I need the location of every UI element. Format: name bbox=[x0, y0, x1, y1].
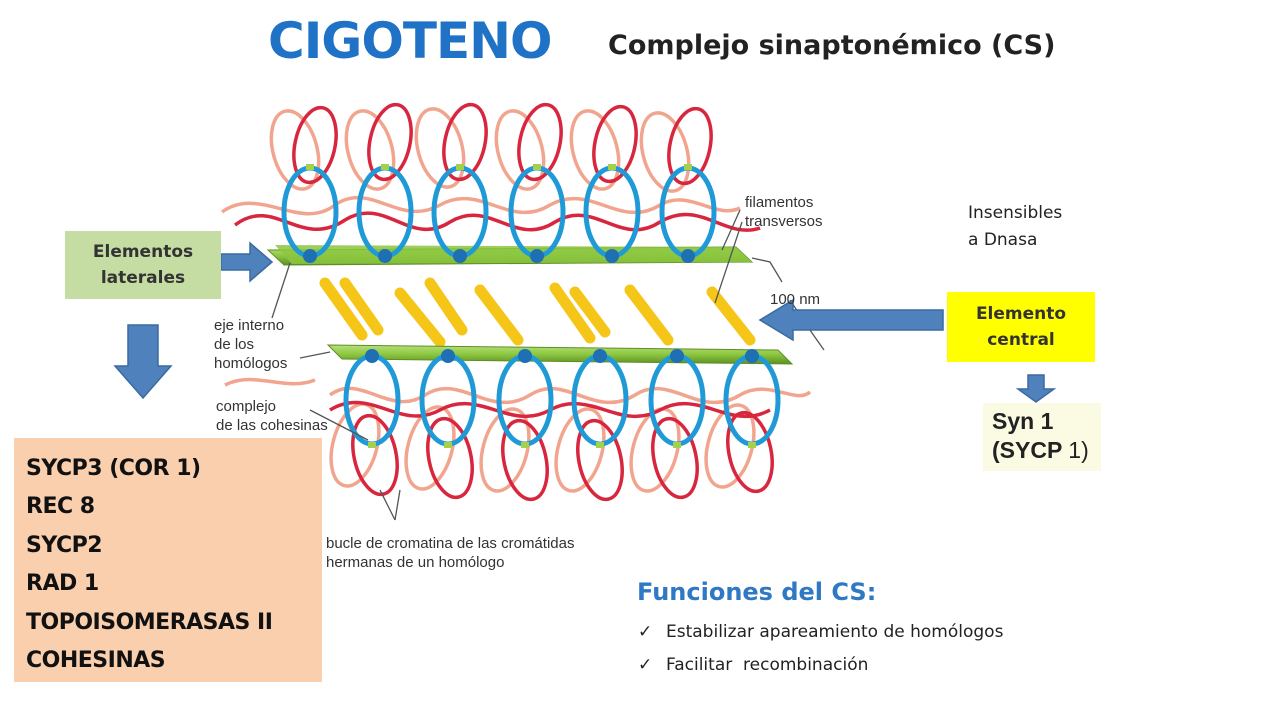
label-100nm: 100 nm bbox=[770, 291, 820, 308]
insensitive-line2: a Dnasa bbox=[968, 230, 1038, 251]
lateral-elements-box: Elementos laterales bbox=[65, 231, 221, 299]
function-item: ✓ Facilitar recombinación bbox=[638, 655, 868, 675]
protein-item: COHESINAS bbox=[26, 648, 166, 674]
label-bucle-2: hermanas de un homólogo bbox=[326, 554, 504, 571]
label-cohesinas-1: complejo bbox=[216, 398, 276, 415]
syn1-label: Syn 1 bbox=[992, 408, 1054, 434]
lateral-element-bottom bbox=[326, 344, 794, 365]
cohesin-rings-top bbox=[281, 165, 717, 259]
label-filamentos-2: transversos bbox=[745, 213, 823, 230]
insensitive-line1: Insensibles bbox=[968, 203, 1063, 223]
sycp1-prefix: (SYCP bbox=[992, 437, 1069, 463]
label-eje-2: de los bbox=[214, 336, 254, 353]
arrow-down-proteins bbox=[113, 324, 173, 400]
checkmark-icon: ✓ bbox=[638, 622, 653, 642]
chromatin-loops-red bbox=[233, 102, 774, 502]
sycp1-number: 1 bbox=[1068, 437, 1082, 463]
central-element-line2: central bbox=[987, 330, 1055, 350]
arrow-down-syn1 bbox=[1015, 374, 1057, 403]
function-item-text: Facilitar recombinación bbox=[666, 655, 869, 675]
arrow-to-lateral-element bbox=[220, 241, 274, 283]
label-filamentos-1: filamentos bbox=[745, 194, 813, 211]
cohesin-clips bbox=[306, 164, 756, 448]
lateral-elements-line2: laterales bbox=[100, 268, 186, 288]
functions-title: Funciones del CS: bbox=[637, 578, 877, 606]
cohesin-dots bbox=[303, 249, 759, 363]
transverse-filaments bbox=[319, 277, 756, 348]
label-cohesinas-2: de las cohesinas bbox=[216, 417, 328, 434]
syn1-box bbox=[983, 403, 1101, 471]
sycp1-close: ) bbox=[1081, 437, 1089, 463]
protein-item: TOPOISOMERASAS II bbox=[26, 609, 273, 635]
protein-list-box: SYCP3 (COR 1) REC 8 SYCP2 RAD 1 TOPOISOM… bbox=[14, 438, 322, 682]
central-element-line1: Elemento bbox=[975, 303, 1067, 324]
function-item: ✓ Estabilizar apareamiento de homólogos bbox=[638, 622, 1003, 642]
page-subtitle: Complejo sinaptonémico (CS) bbox=[608, 30, 1056, 61]
protein-item: RAD 1 bbox=[26, 571, 99, 597]
chromatin-loops-pink bbox=[220, 107, 812, 493]
sycp1-label: (SYCP 1) bbox=[992, 437, 1089, 464]
label-bucle-1: bucle de cromatina de las cromátidas bbox=[326, 535, 574, 552]
lateral-elements-line1: Elementos bbox=[92, 241, 194, 262]
protein-item: REC 8 bbox=[26, 494, 95, 520]
function-item-text: Estabilizar apareamiento de homólogos bbox=[666, 622, 1004, 642]
leader-lines bbox=[271, 209, 825, 521]
central-element-box: Elemento central bbox=[947, 292, 1095, 362]
protein-item: SYCP3 (COR 1) bbox=[26, 456, 201, 481]
protein-item: SYCP2 bbox=[26, 532, 103, 558]
label-eje-1: eje interno bbox=[214, 317, 284, 334]
lateral-element-top-face bbox=[275, 245, 752, 264]
label-eje-3: homólogos bbox=[214, 355, 287, 372]
insensitive-note: Insensibles a Dnasa bbox=[968, 200, 1062, 254]
page-title: CIGOTENO bbox=[268, 12, 552, 70]
checkmark-icon: ✓ bbox=[638, 655, 653, 675]
arrow-to-central-element bbox=[758, 298, 944, 342]
